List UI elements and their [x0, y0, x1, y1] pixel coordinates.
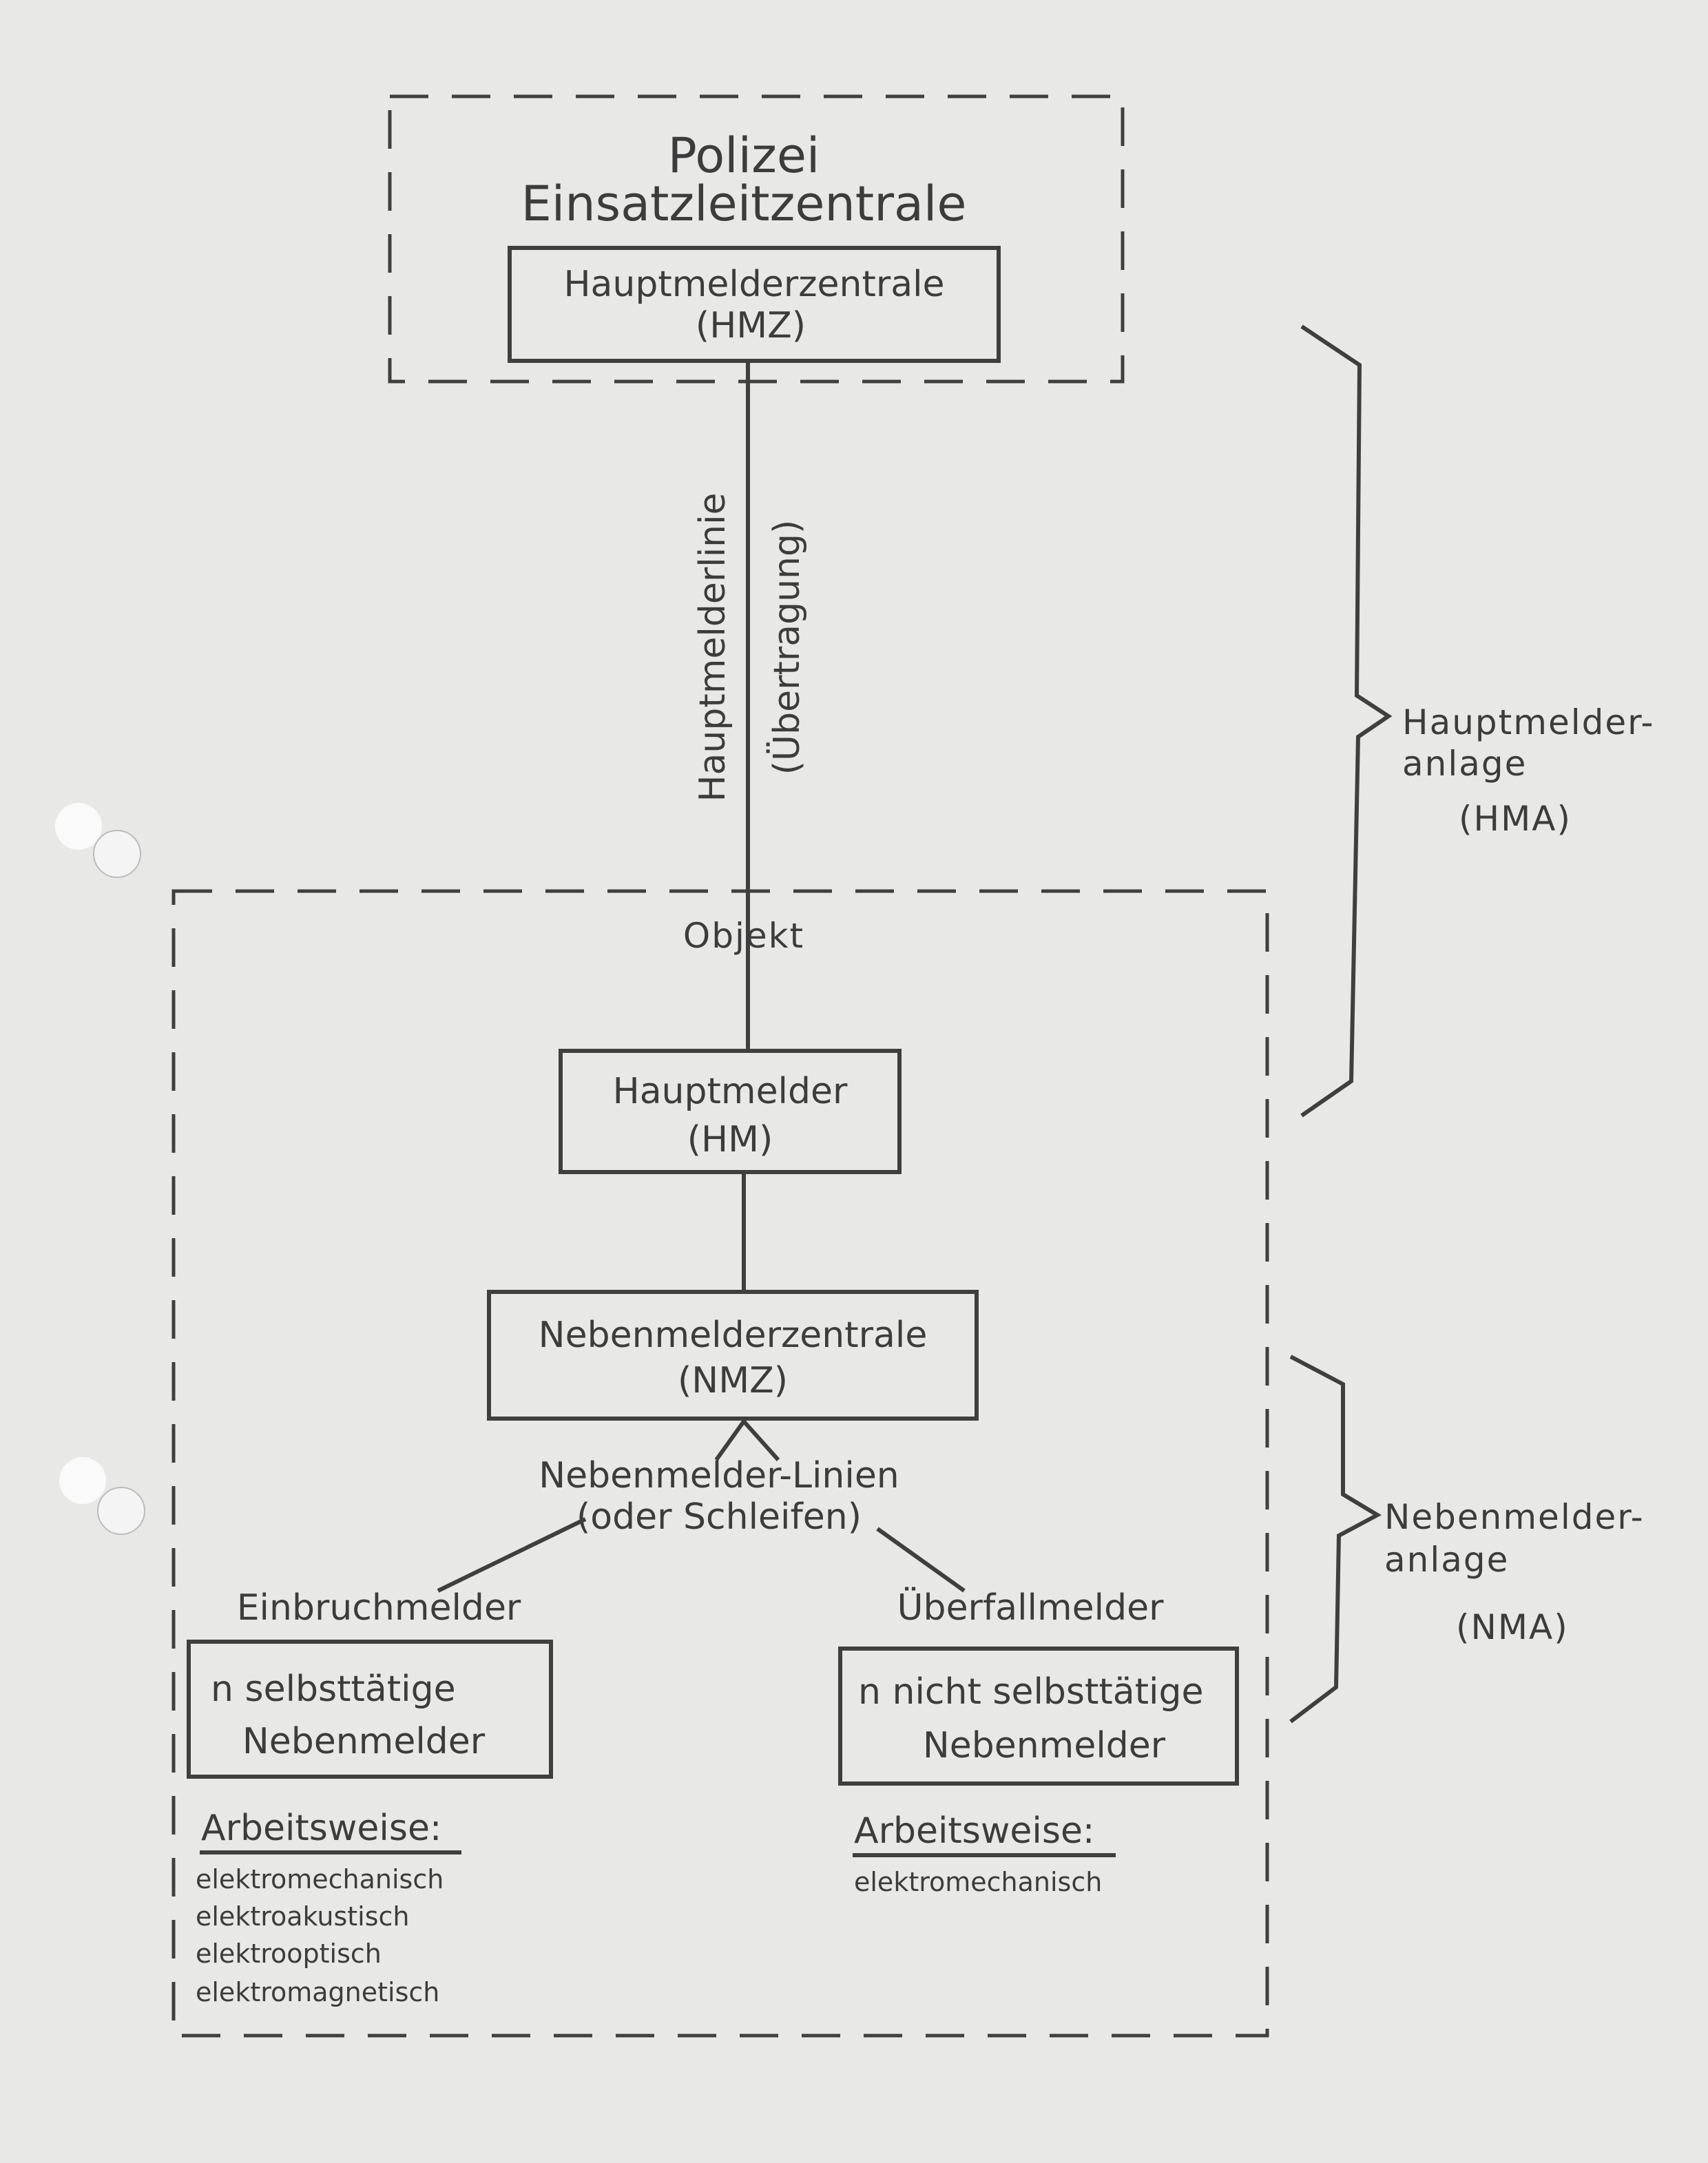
hma-brace: [1300, 324, 1393, 1118]
nma-line2: anlage: [1384, 1540, 1509, 1580]
transmission-label-line2: (Übertragung): [766, 520, 808, 775]
left-mode-item: elektromagnetisch: [196, 1977, 439, 2007]
nmz-line2: (NMZ): [678, 1360, 788, 1401]
hmz-box: [508, 246, 1001, 363]
left-box-line2: Nebenmelder: [242, 1721, 486, 1762]
right-heading: Überfallmelder: [897, 1587, 1165, 1629]
nma-brace: [1289, 1355, 1382, 1724]
nma-line1: Nebenmelder-: [1384, 1497, 1645, 1537]
nmz-box: [487, 1290, 979, 1421]
lines-label-line1: Nebenmelder-Linien: [539, 1455, 899, 1496]
central-title-line2: Einsatzleitzentrale: [521, 176, 967, 232]
object-label: Objekt: [683, 916, 804, 956]
right-box-line2: Nebenmelder: [923, 1725, 1166, 1766]
right-branch-line: [876, 1527, 966, 1593]
left-mode-title: Arbeitsweise:: [201, 1808, 441, 1849]
hm-line2: (HM): [687, 1119, 773, 1160]
left-box-line1: n selbsttätige: [211, 1669, 456, 1710]
left-mode-item: elektroakustisch: [196, 1901, 410, 1932]
nmz-line1: Nebenmelderzentrale: [539, 1315, 928, 1356]
hm-line1: Hauptmelder: [613, 1071, 848, 1112]
hmz-line2: (HMZ): [696, 305, 806, 346]
central-title-line1: Polizei: [668, 127, 820, 184]
lines-label-line2: (oder Schleifen): [576, 1496, 862, 1538]
hmz-line1: Hauptmelderzentrale: [563, 264, 944, 305]
left-mode-item: elektromechanisch: [196, 1864, 444, 1894]
hma-line2: anlage: [1402, 744, 1527, 784]
right-mode-title: Arbeitsweise:: [854, 1810, 1094, 1852]
nmz-branch-caret: [714, 1418, 780, 1461]
hma-line1: Hauptmelder-: [1402, 702, 1655, 742]
left-heading: Einbruchmelder: [237, 1587, 521, 1629]
left-mode-item: elektrooptisch: [196, 1939, 382, 1969]
right-detector-box: [838, 1647, 1239, 1786]
right-box-line1: n nicht selbsttätige: [858, 1671, 1203, 1713]
hma-line3: (HMA): [1459, 799, 1572, 839]
transmission-label-line1: Hauptmelderlinie: [692, 492, 733, 802]
left-detector-box: [187, 1640, 553, 1779]
central-dashed-boundary: [388, 94, 1125, 384]
left-branch-line: [437, 1517, 587, 1593]
hm-box: [559, 1049, 902, 1174]
punch-holes: [55, 803, 145, 1535]
right-mode-item: elektromechanisch: [854, 1867, 1102, 1897]
nma-line3: (NMA): [1456, 1607, 1569, 1647]
